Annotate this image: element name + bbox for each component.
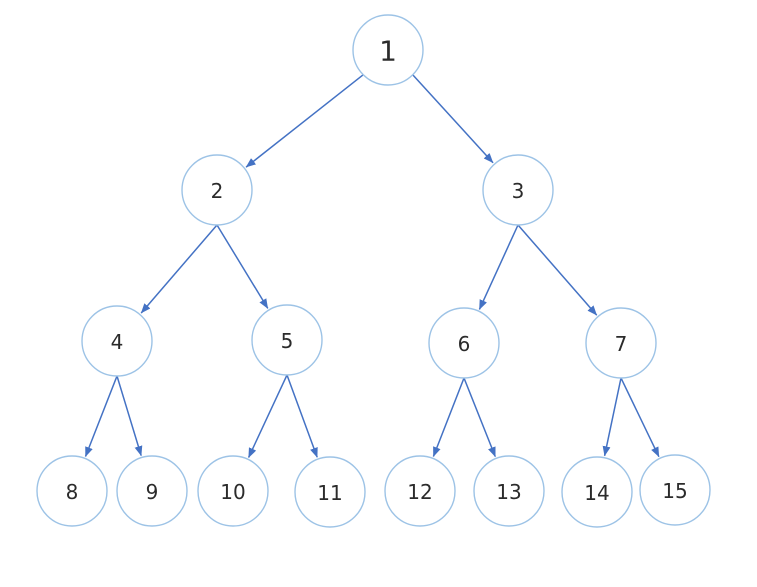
tree-node-label: 9 [146, 480, 159, 504]
tree-node: 1 [352, 14, 424, 86]
tree-node-circle [352, 14, 424, 86]
tree-edge [517, 224, 598, 316]
tree-node-circle [197, 455, 269, 527]
tree-node-circle [251, 304, 323, 376]
tree-node: 15 [639, 454, 711, 526]
tree-node: 5 [251, 304, 323, 376]
tree-node-label: 13 [496, 480, 521, 504]
tree-edge [478, 224, 519, 310]
tree-node: 2 [181, 154, 253, 226]
tree-edge [602, 377, 622, 457]
tree-edge [116, 375, 143, 457]
tree-edge [84, 375, 118, 457]
tree-node: 3 [482, 154, 554, 226]
tree-edge [245, 74, 364, 168]
tree-node-circle [36, 455, 108, 527]
tree-node-label: 3 [512, 179, 525, 203]
tree-node: 7 [585, 307, 657, 379]
tree-node: 9 [116, 455, 188, 527]
tree-node-circle [561, 456, 633, 528]
tree-node-label: 12 [407, 480, 432, 504]
tree-node: 13 [473, 455, 545, 527]
tree-node-label: 10 [220, 480, 245, 504]
tree-node-label: 2 [211, 179, 224, 203]
tree-node: 10 [197, 455, 269, 527]
tree-node-circle [585, 307, 657, 379]
tree-node: 6 [428, 307, 500, 379]
tree-node-label: 15 [662, 479, 687, 503]
tree-edge [620, 377, 660, 458]
tree-node-label: 14 [584, 481, 609, 505]
tree-node-circle [482, 154, 554, 226]
tree-edge [432, 377, 465, 457]
tree-node-circle [639, 454, 711, 526]
tree-node-label: 7 [615, 332, 628, 356]
edges-layer [84, 74, 660, 458]
tree-node: 4 [81, 305, 153, 377]
tree-node-label: 1 [379, 35, 397, 68]
tree-node: 12 [384, 455, 456, 527]
tree-node-label: 8 [66, 480, 79, 504]
tree-edge [140, 224, 218, 314]
tree-node-circle [473, 455, 545, 527]
tree-node-circle [181, 154, 253, 226]
tree-node-label: 5 [281, 329, 294, 353]
tree-node-label: 4 [111, 330, 124, 354]
tree-edge [216, 224, 269, 309]
tree-node: 8 [36, 455, 108, 527]
tree-node-circle [428, 307, 500, 379]
tree-edge [412, 74, 494, 164]
tree-node-label: 6 [458, 332, 471, 356]
tree-node-circle [294, 456, 366, 528]
tree-node-circle [384, 455, 456, 527]
tree-edge [463, 377, 496, 458]
tree-node: 11 [294, 456, 366, 528]
tree-edge [247, 374, 288, 458]
tree-node-circle [81, 305, 153, 377]
tree-node-label: 11 [317, 481, 342, 505]
tree-node-circle [116, 455, 188, 527]
tree-node: 14 [561, 456, 633, 528]
tree-edge [286, 374, 318, 458]
